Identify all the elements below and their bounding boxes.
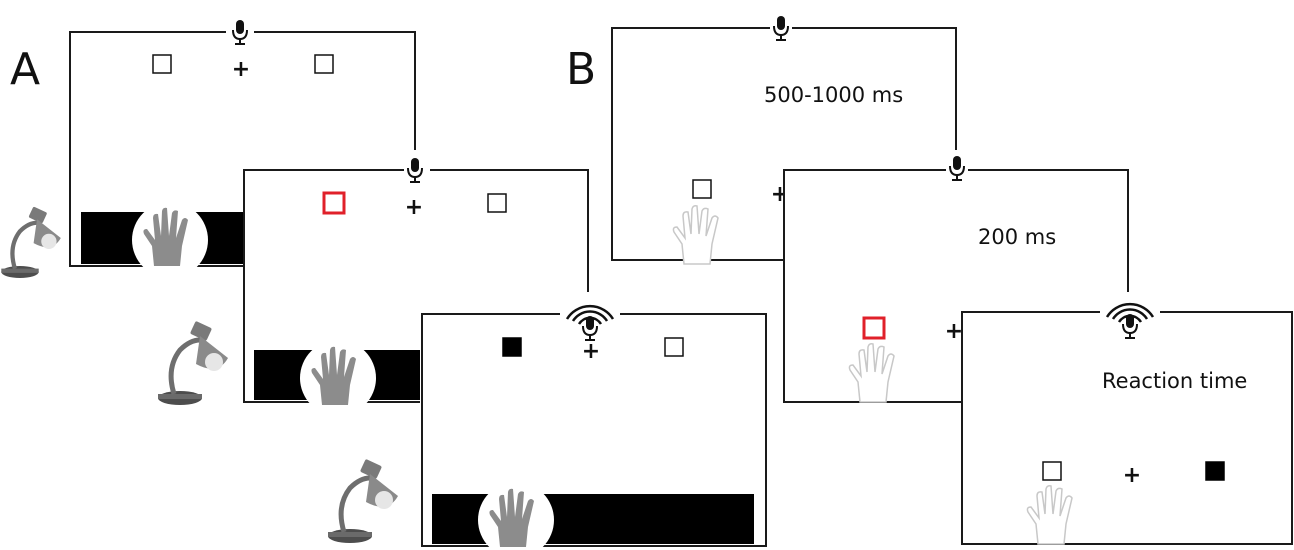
trial-frame-a2: + bbox=[243, 157, 589, 416]
fixation-cross: + bbox=[945, 319, 963, 344]
microphone-icon bbox=[232, 19, 248, 45]
trial-frame-a3: + bbox=[421, 304, 767, 550]
placeholder-box-right bbox=[664, 337, 684, 357]
placeholder-box-right bbox=[314, 54, 334, 74]
trial-frame-a1: + bbox=[69, 19, 416, 278]
duration-label-response: Reaction time bbox=[1102, 369, 1247, 393]
panel-a-label: A bbox=[10, 44, 40, 95]
desk-lamp-icon bbox=[328, 459, 398, 543]
cue-box-red bbox=[862, 316, 886, 340]
fixation-cross: + bbox=[1123, 463, 1141, 488]
fixation-cross: + bbox=[405, 195, 423, 220]
placeholder-box-left bbox=[692, 179, 712, 199]
placeholder-box-right bbox=[487, 193, 507, 213]
cue-box-red bbox=[322, 191, 346, 215]
duration-label-cue: 200 ms bbox=[978, 225, 1056, 249]
fixation-cross: + bbox=[582, 339, 600, 364]
panel-b-label: B bbox=[566, 44, 596, 95]
placeholder-box-left bbox=[152, 54, 172, 74]
duration-label-fixation: 500-1000 ms bbox=[764, 83, 903, 107]
target-box-filled bbox=[502, 337, 522, 357]
fixation-cross: + bbox=[232, 57, 250, 82]
placeholder-box-left bbox=[1042, 461, 1062, 481]
desk-lamp-icon bbox=[158, 321, 228, 405]
target-box-filled bbox=[1205, 461, 1225, 481]
desk-lamp-icon bbox=[1, 206, 61, 278]
trial-frame-b3: Reaction time + bbox=[961, 302, 1293, 545]
